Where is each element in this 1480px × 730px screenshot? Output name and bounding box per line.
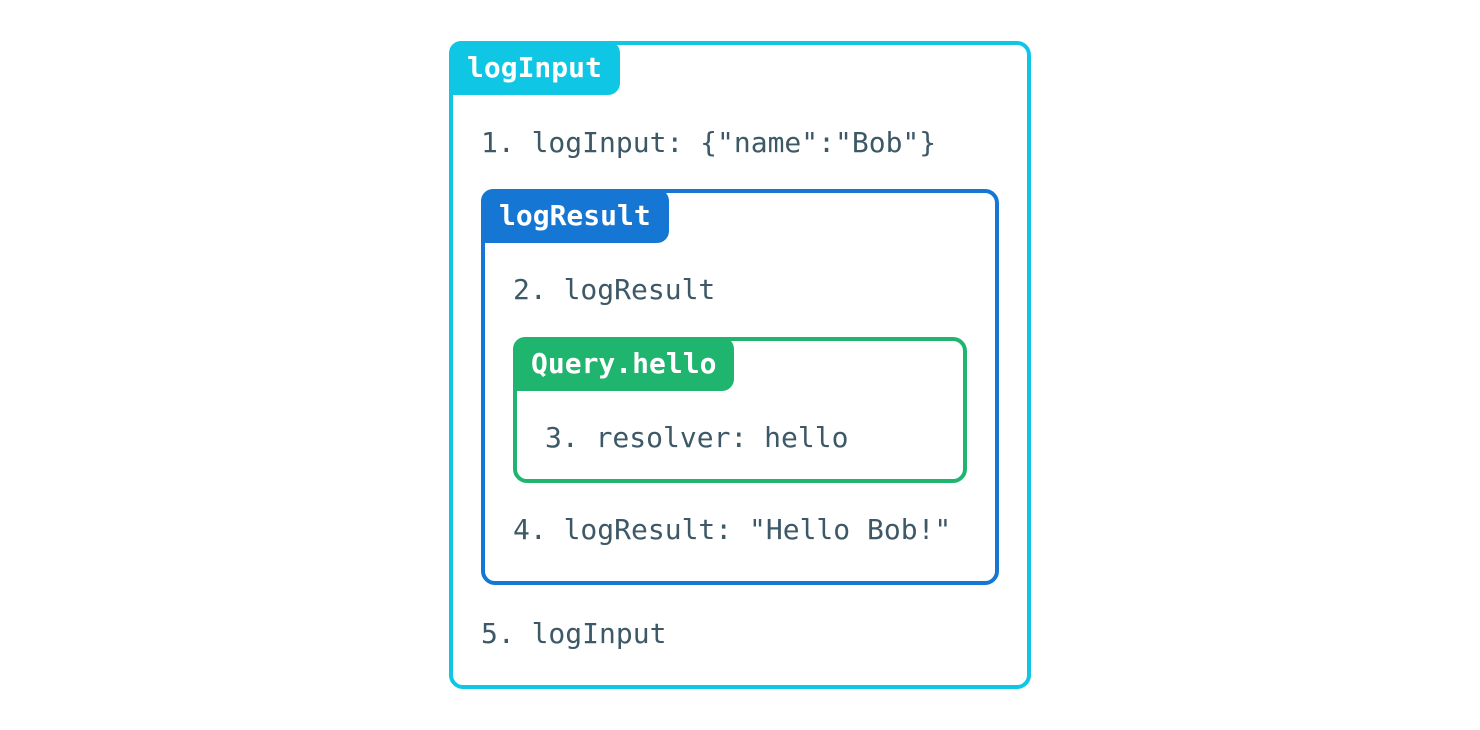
frame-queryhello: Query.hello 3. resolver: hello bbox=[513, 337, 967, 483]
frame-logresult-badge: logResult bbox=[481, 189, 669, 243]
frame-queryhello-badge: Query.hello bbox=[513, 337, 735, 391]
frame-logresult: logResult 2. logResult Query.hello 3. re… bbox=[481, 189, 999, 585]
step-2-logresult-call: 2. logResult bbox=[513, 273, 716, 306]
frame-loginput-badge: logInput bbox=[449, 41, 620, 95]
step-3-resolver-call: 3. resolver: hello bbox=[545, 421, 849, 454]
step-1-loginput-call: 1. logInput: {"name":"Bob"} bbox=[481, 126, 937, 159]
step-4-logresult-return: 4. logResult: "Hello Bob!" bbox=[513, 513, 952, 546]
step-5-loginput-return: 5. logInput bbox=[481, 617, 667, 650]
frame-loginput: logInput 1. logInput: {"name":"Bob"} log… bbox=[449, 41, 1031, 689]
